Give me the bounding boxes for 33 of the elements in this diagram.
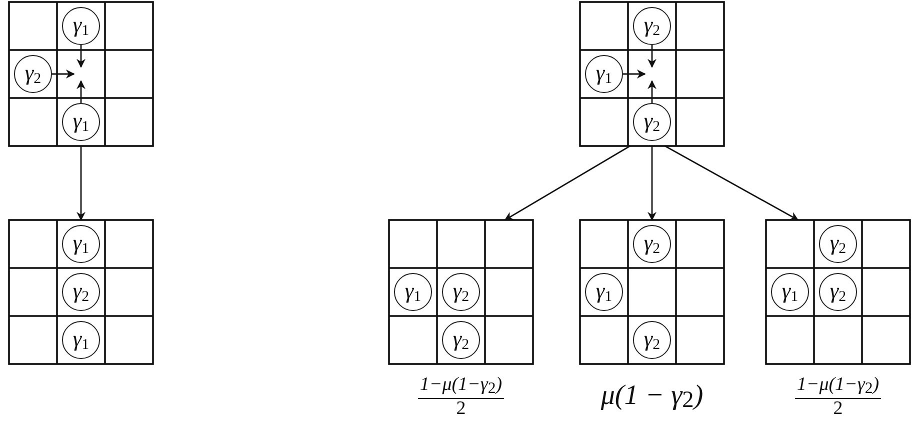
agent-circle: γ$_{1}$ <box>585 273 623 311</box>
agent-circle: γ$_{2}$ <box>633 321 671 359</box>
agent-circle: γ$_{1}$ <box>585 55 623 93</box>
fraction-numerator: 1−μ(1−γ$_{2}$) <box>794 374 882 399</box>
agent-circle: γ$_{2}$ <box>819 225 857 263</box>
fraction-denominator: 2 <box>833 399 843 419</box>
arrow <box>648 80 656 103</box>
arrow <box>76 146 86 221</box>
agent-circle: γ$_{2}$ <box>62 273 100 311</box>
probability-label: μ(1 − γ$_{2}$) <box>600 380 704 414</box>
arrow <box>623 70 646 78</box>
agent-circle: γ$_{1}$ <box>62 103 100 141</box>
agent-circle: γ$_{2}$ <box>633 225 671 263</box>
agent-circle: γ$_{2}$ <box>442 321 480 359</box>
arrow <box>664 145 799 221</box>
agent-circle: γ$_{1}$ <box>771 273 809 311</box>
arrow <box>76 80 86 103</box>
agent-circle: γ$_{1}$ <box>62 7 100 45</box>
agent-circle: γ$_{2}$ <box>14 55 52 93</box>
arrow <box>648 146 656 221</box>
arrow <box>52 70 75 78</box>
agent-circle: γ$_{2}$ <box>633 103 671 141</box>
arrow <box>76 45 86 68</box>
agent-circle: γ$_{2}$ <box>633 7 671 45</box>
agent-circle: γ$_{2}$ <box>819 273 857 311</box>
agent-circle: γ$_{1}$ <box>62 321 100 359</box>
arrow <box>648 45 656 68</box>
agent-circle: γ$_{2}$ <box>442 273 480 311</box>
fraction-denominator: 2 <box>456 399 466 419</box>
arrow <box>504 145 630 221</box>
agent-circle: γ$_{1}$ <box>394 273 432 311</box>
agent-circle: γ$_{1}$ <box>62 225 100 263</box>
fraction-numerator: 1−μ(1−γ$_{2}$) <box>418 374 504 399</box>
